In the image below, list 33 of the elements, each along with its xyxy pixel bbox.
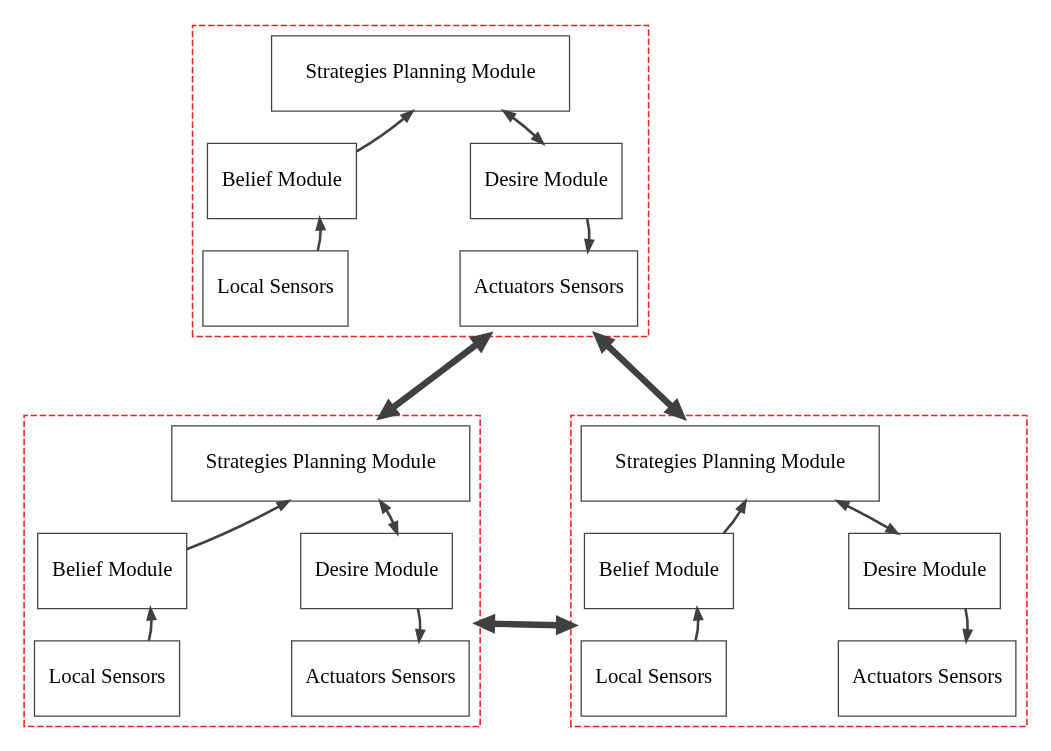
node-box: Belief Module xyxy=(37,532,188,609)
arrow xyxy=(315,214,327,251)
arrow xyxy=(146,604,158,641)
node-box: Desire Module xyxy=(469,142,623,219)
node-box: Actuators Sensors xyxy=(291,639,470,717)
arrow xyxy=(376,331,494,420)
node-box: Belief Module xyxy=(206,142,358,219)
node-box: Desire Module xyxy=(848,532,1001,609)
node-box: Strategies Planning Module xyxy=(580,424,880,502)
arrow xyxy=(378,497,399,537)
arrow xyxy=(472,613,579,635)
node-box: Actuators Sensors xyxy=(459,249,639,327)
arrow xyxy=(584,218,595,255)
cluster xyxy=(23,414,481,727)
cluster xyxy=(570,414,1028,727)
arrow xyxy=(692,604,704,641)
arrow xyxy=(356,108,416,153)
node-box: Belief Module xyxy=(583,532,735,609)
arrow xyxy=(722,497,748,534)
arrow xyxy=(186,498,292,550)
arrow xyxy=(834,498,901,535)
arrow xyxy=(592,330,687,421)
arrow xyxy=(962,608,974,645)
node-box: Local Sensors xyxy=(580,639,727,717)
node-box: Strategies Planning Module xyxy=(171,424,471,502)
node-box: Local Sensors xyxy=(33,639,181,717)
node-box: Actuators Sensors xyxy=(837,639,1017,717)
node-box: Desire Module xyxy=(300,532,453,609)
node-box: Local Sensors xyxy=(202,249,349,327)
arrow xyxy=(414,608,426,645)
cluster xyxy=(191,24,650,337)
node-box: Strategies Planning Module xyxy=(270,34,571,112)
arrow xyxy=(500,108,546,146)
